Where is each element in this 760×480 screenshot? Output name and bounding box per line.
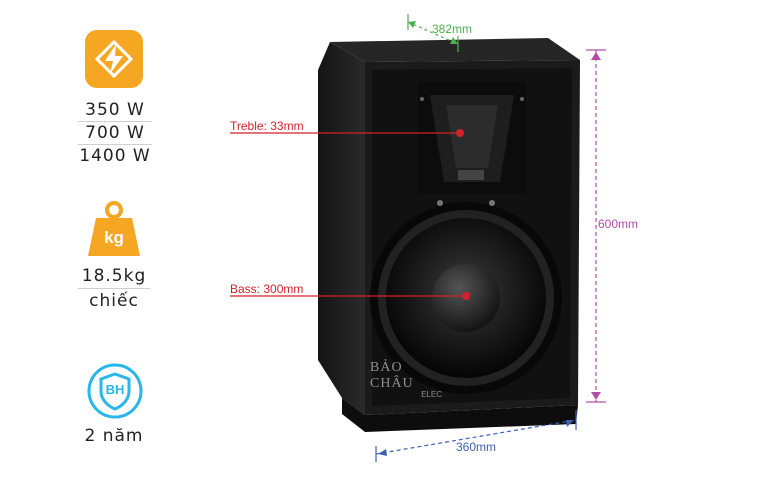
depth-label: 382mm: [432, 22, 473, 36]
weight-value: 18.5kg: [81, 266, 147, 286]
lightning-icon: [85, 30, 143, 88]
depth-dimension: [407, 14, 459, 52]
width-dimension: [375, 410, 577, 462]
bass-label: Bass: 300mm: [230, 282, 304, 296]
warranty-badge-text: BH: [105, 382, 125, 397]
brand-name: BẢO CHÂU: [370, 360, 414, 391]
tweeter-horn: [418, 82, 526, 194]
bass-callout-line: [230, 292, 470, 300]
warranty-value: 2 năm: [84, 426, 144, 446]
cabinet-base: [342, 398, 578, 432]
height-dimension: [586, 49, 606, 403]
weight-spec: kg 18.5kg chiếc: [78, 200, 168, 311]
warranty-shield-icon: BH: [86, 362, 144, 420]
brand-sub: ELEC: [421, 390, 442, 399]
treble-label: Treble: 33mm: [230, 119, 304, 133]
power-value-3: 1400 W: [79, 146, 151, 166]
cabinet-side: [318, 42, 365, 415]
height-label: 600mm: [598, 217, 639, 231]
treble-callout-line: [230, 129, 464, 137]
weight-unit: chiếc: [89, 291, 139, 311]
power-value-1: 350 W: [85, 100, 145, 120]
power-value-2: 700 W: [85, 123, 145, 143]
cabinet-top: [330, 38, 580, 62]
brand-watermark: BẢO CHÂU ELEC: [370, 360, 450, 399]
weight-kg-icon: kg: [82, 200, 146, 260]
power-spec: 350 W 700 W 1400 W: [78, 30, 168, 166]
width-label: 360mm: [456, 440, 497, 454]
weight-badge-text: kg: [104, 228, 124, 247]
warranty-spec: BH 2 năm: [78, 362, 168, 446]
